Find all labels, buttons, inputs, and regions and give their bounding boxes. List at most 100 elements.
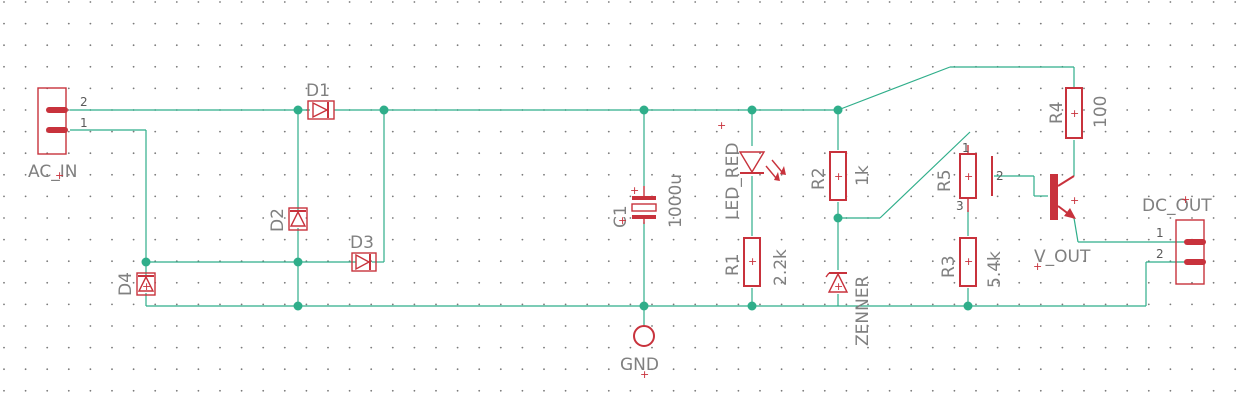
- grid-dot: [521, 173, 524, 176]
- grid-dot: [3, 260, 5, 263]
- grid-dot: [1147, 346, 1150, 349]
- grid-dot: [283, 346, 286, 349]
- transistor-q1[interactable]: + V_OUT +: [1033, 174, 1091, 273]
- grid-dot: [197, 346, 200, 349]
- grid-dot: [499, 22, 502, 25]
- grid-dot: [3, 22, 5, 25]
- grid-dot: [672, 217, 675, 219]
- grid-dot: [802, 173, 805, 176]
- diode-d3[interactable]: D3: [350, 233, 377, 272]
- grid-dot: [24, 260, 27, 263]
- diode-d4[interactable]: + D4: [116, 272, 156, 296]
- grid-dot: [996, 303, 999, 306]
- led-red[interactable]: LED_RED +: [717, 119, 786, 220]
- zener-diode[interactable]: + ZENNER: [825, 272, 873, 346]
- grid-dot: [456, 1, 459, 3]
- grid-dot: [197, 195, 200, 198]
- grid-dot: [996, 173, 999, 176]
- grid-dot: [651, 325, 653, 327]
- grid-dot: [111, 238, 113, 241]
- grid-dot: [1039, 238, 1042, 241]
- grid-dot: [175, 325, 178, 327]
- resistor-r4[interactable]: + R4 100: [1047, 87, 1111, 139]
- grid-dot: [1147, 195, 1150, 198]
- grid-dot: [111, 281, 113, 284]
- grid-dot: [197, 238, 200, 241]
- grid-dot: [3, 65, 5, 68]
- grid-dot: [975, 368, 977, 371]
- gnd-label: GND: [620, 355, 659, 375]
- grid-dot: [197, 173, 200, 176]
- ac-in-connector[interactable]: 2 1 AC_IN +: [28, 87, 88, 182]
- grid-dot: [931, 173, 934, 176]
- grid-dot: [780, 152, 783, 155]
- grid-dot: [478, 325, 481, 327]
- r1-label: R1: [723, 253, 743, 276]
- grid-dot: [435, 22, 437, 25]
- grid-dot: [46, 346, 49, 349]
- grid-dot: [1104, 195, 1107, 198]
- gnd-symbol[interactable]: GND +: [620, 325, 659, 381]
- grid-dot: [931, 389, 934, 392]
- diode-d1[interactable]: D1: [306, 81, 335, 120]
- dc-out-connector[interactable]: 1 2 DC_OUT +: [1142, 193, 1212, 285]
- grid-dot: [348, 22, 351, 25]
- svg-text:+: +: [618, 214, 627, 227]
- grid-dot: [1039, 109, 1042, 111]
- grid-dot: [1104, 152, 1107, 155]
- trimmer-r5[interactable]: + 1 2 3 R5: [935, 141, 1004, 213]
- grid-dot: [1039, 87, 1042, 90]
- grid-dot: [1018, 260, 1021, 263]
- grid-dot: [24, 173, 27, 176]
- grid-dot: [737, 44, 740, 47]
- grid-dot: [46, 195, 49, 198]
- grid-dot: [1104, 87, 1107, 90]
- grid-dot: [672, 389, 675, 392]
- capacitor-c1[interactable]: + C1 + 1000u: [611, 174, 686, 228]
- grid-dot: [953, 281, 956, 284]
- grid-dot: [802, 87, 805, 90]
- grid-dot: [413, 195, 416, 198]
- grid-dot: [175, 152, 178, 155]
- grid-dot: [283, 368, 286, 371]
- grid-dot: [521, 87, 524, 90]
- grid-dot: [1147, 65, 1150, 68]
- svg-text:+: +: [640, 368, 649, 381]
- grid-dot: [1212, 281, 1215, 284]
- grid-dot: [67, 87, 70, 90]
- grid-dot: [780, 325, 783, 327]
- grid-dot: [888, 281, 891, 284]
- grid-dot: [1169, 22, 1172, 25]
- grid-dot: [629, 44, 632, 47]
- grid-dot: [672, 1, 675, 3]
- diode-d2[interactable]: D2: [268, 207, 308, 232]
- resistor-r2[interactable]: + R2 1k: [809, 151, 873, 201]
- grid-dot: [283, 87, 286, 90]
- resistor-r1[interactable]: + R1 2.2k: [723, 237, 791, 287]
- grid-dot: [305, 389, 308, 392]
- grid-dot: [564, 44, 567, 47]
- grid-dot: [46, 389, 49, 392]
- grid-dot: [672, 260, 675, 263]
- grid-dot: [3, 1, 5, 3]
- grid-dot: [910, 130, 913, 133]
- grid-dot: [802, 44, 805, 47]
- grid-dot: [154, 22, 157, 25]
- grid-dot: [413, 303, 416, 306]
- grid-dot: [1039, 260, 1042, 263]
- grid-dot: [478, 260, 481, 263]
- grid-dot: [456, 281, 459, 284]
- grid-dot: [1104, 260, 1107, 263]
- grid-dot: [759, 152, 761, 155]
- grid-dot: [629, 87, 632, 90]
- grid-dot: [1039, 303, 1042, 306]
- grid-dot: [694, 368, 697, 371]
- r5-pin3-label: 3: [956, 199, 964, 213]
- grid-dot: [348, 346, 351, 349]
- grid-dot: [305, 368, 308, 371]
- resistor-r3[interactable]: + R3 5.4k: [939, 237, 1005, 288]
- grid-dot: [262, 44, 265, 47]
- grid-dot: [46, 260, 49, 263]
- grid-dot: [694, 65, 697, 68]
- grid-dot: [845, 65, 848, 68]
